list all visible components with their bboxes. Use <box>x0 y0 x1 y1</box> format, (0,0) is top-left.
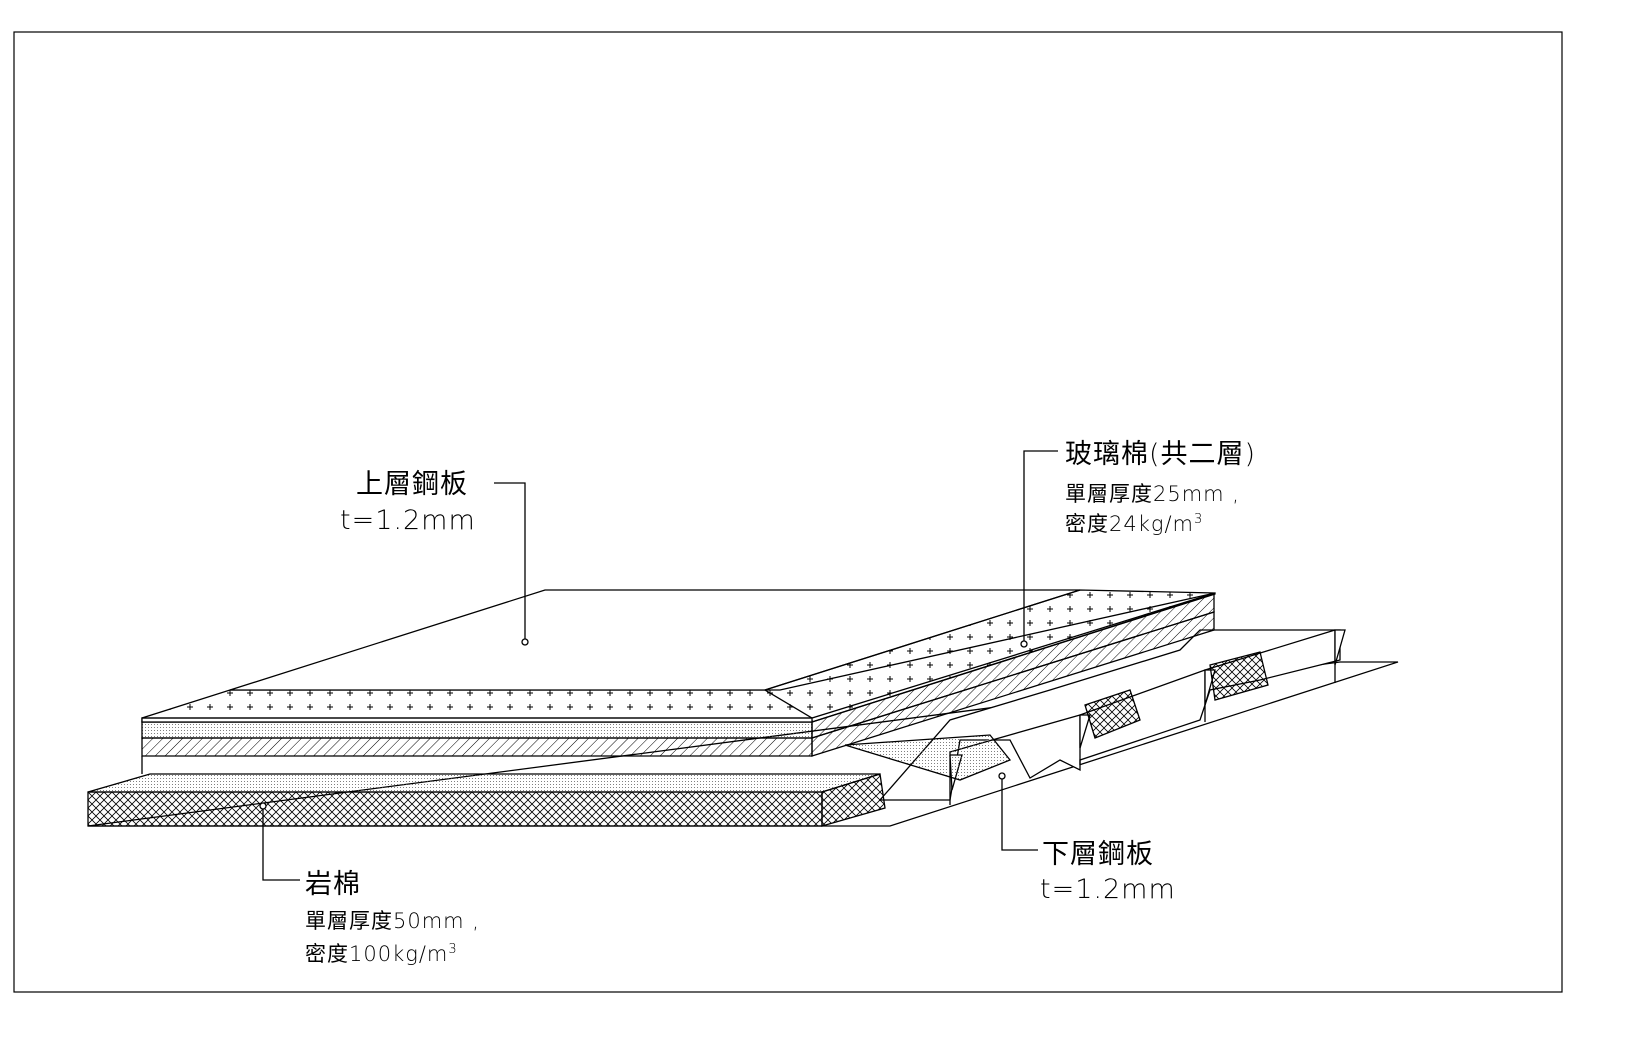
density-exponent: 3 <box>448 942 458 957</box>
bottom-plate-title: 下層鋼板 <box>1042 839 1154 870</box>
rock-wool-strip <box>1209 651 1269 701</box>
rock-wool-density: 密度100kg/m3 <box>305 938 458 968</box>
density-text: 密度24kg/m <box>1065 512 1195 536</box>
glass-wool-thickness: 單層厚度25mm , <box>1065 482 1240 506</box>
rock-wool-thickness: 單層厚度50mm , <box>305 909 480 933</box>
glass-wool-title: 玻璃棉(共二層) <box>1065 439 1257 470</box>
leader-glass-wool <box>1023 450 1058 642</box>
glass-wool-density: 密度24kg/m3 <box>1065 508 1203 538</box>
rock-wool-title: 岩棉 <box>305 869 361 900</box>
top-plate-title: 上層鋼板 <box>356 469 468 500</box>
density-exponent: 3 <box>1194 512 1204 527</box>
rock-wool-strip <box>1084 689 1141 739</box>
density-text: 密度100kg/m <box>305 942 449 966</box>
drawing-frame <box>13 31 1563 993</box>
glass-wool-lower <box>141 737 813 757</box>
leader-bottom-plate <box>1001 778 1038 851</box>
bottom-plate-spec: t=1.2mm <box>1040 874 1176 905</box>
leader-rock-wool <box>262 808 300 881</box>
top-plate-spec: t=1.2mm <box>340 505 476 536</box>
leader-top-plate <box>494 482 526 640</box>
rock-wool-board <box>87 791 823 827</box>
